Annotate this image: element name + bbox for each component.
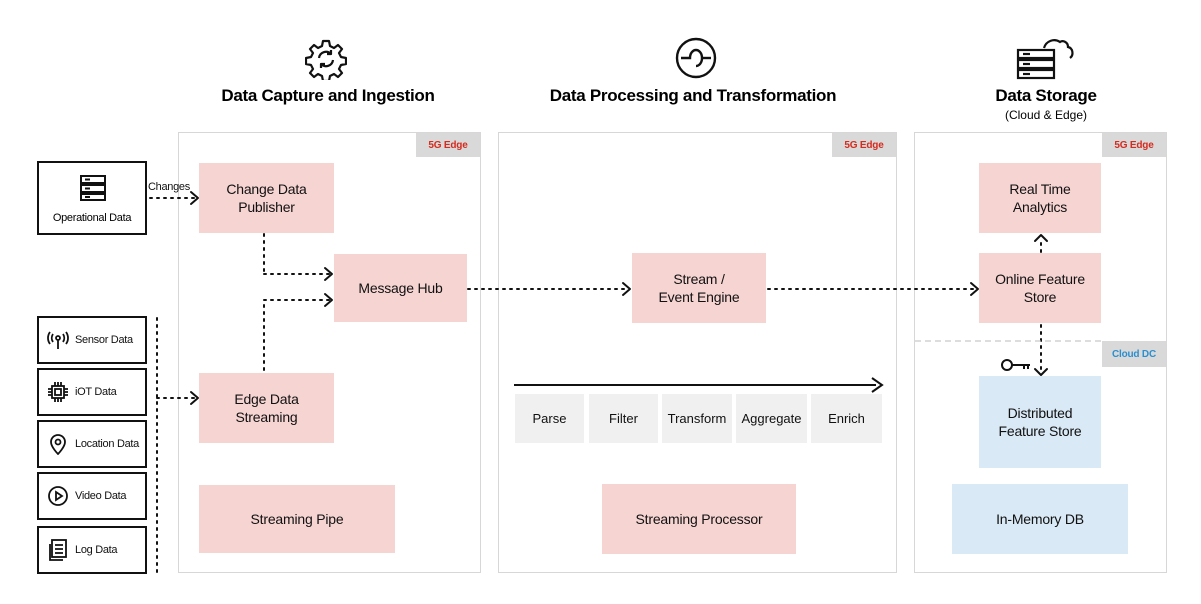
storage-heading: Data Storage [995,86,1097,105]
stream-event-engine-box: Stream / Event Engine [632,253,766,323]
cloud-server-icon [1014,36,1076,80]
cloud-dc-tag: Cloud DC [1102,341,1166,367]
processing-heading: Data Processing and Transformation [549,86,837,105]
chip-icon [47,381,69,403]
change-data-publisher-box: Change Data Publisher [199,163,334,233]
log-data-source: Log Data [37,526,147,574]
operational-data-box: Operational Data [37,161,147,235]
play-icon [47,485,69,507]
log-icon [47,539,69,561]
location-data-label: Location Data [75,438,139,450]
real-time-analytics-box: Real Time Analytics [979,163,1101,233]
edge-tag-storage: 5G Edge [1102,133,1166,157]
stream-engine-line2: Event Engine [658,289,740,305]
edge-tag-processing: 5G Edge [832,133,896,157]
iot-data-source: iOT Data [37,368,147,416]
video-data-source: Video Data [37,472,147,520]
antenna-icon [47,329,69,351]
iot-data-label: iOT Data [75,386,117,398]
in-memory-db-box: In-Memory DB [952,484,1128,554]
online-feature-store-box: Online Feature Store [979,253,1101,323]
edge-data-streaming-box: Edge Data Streaming [199,373,334,443]
step-parse: Parse [515,394,584,443]
operational-data-label: Operational Data [52,212,132,224]
location-data-source: Location Data [37,420,147,468]
processing-cycle-icon [674,36,718,80]
message-hub-box: Message Hub [334,254,467,322]
sensor-data-source: Sensor Data [37,316,147,364]
log-data-label: Log Data [75,544,118,556]
streaming-pipe-box: Streaming Pipe [199,485,395,553]
key-icon [1000,357,1032,373]
server-icon [79,175,107,201]
edge-tag-capture: 5G Edge [416,133,480,157]
distributed-feature-store-box: Distributed Feature Store [979,376,1101,468]
stream-engine-line1: Stream / [673,271,725,287]
streaming-processor-box: Streaming Processor [602,484,796,554]
location-pin-icon [47,433,69,455]
step-aggregate: Aggregate [736,394,807,443]
sensor-data-label: Sensor Data [75,334,133,346]
changes-label: Changes [148,181,190,193]
storage-subheading: (Cloud & Edge) [1004,108,1088,122]
step-filter: Filter [589,394,658,443]
step-transform: Transform [662,394,732,443]
step-enrich: Enrich [811,394,882,443]
capture-heading: Data Capture and Ingestion [221,86,435,105]
video-data-label: Video Data [75,490,127,502]
